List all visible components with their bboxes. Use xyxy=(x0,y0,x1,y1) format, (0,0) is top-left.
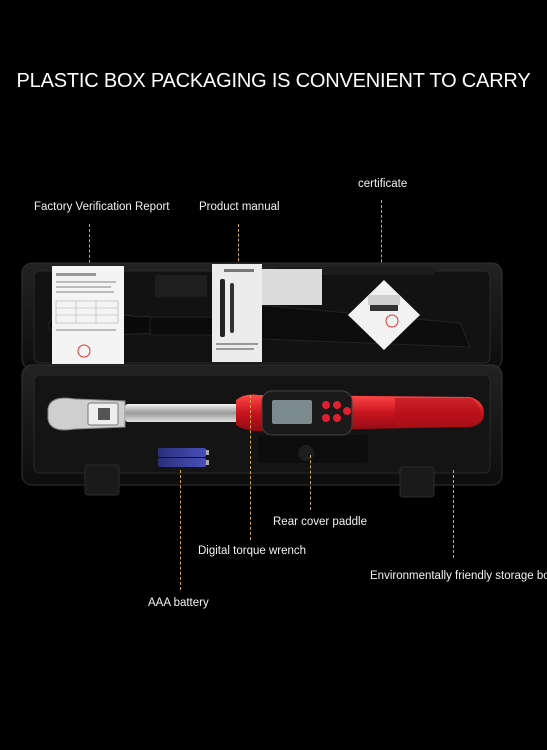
certificate-card xyxy=(348,280,420,350)
leader-certificate xyxy=(381,200,382,282)
digital-torque-wrench xyxy=(47,390,484,436)
leader-wrench xyxy=(250,395,251,540)
label-factory-report: Factory Verification Report xyxy=(34,201,170,213)
leader-rear-cover xyxy=(310,455,311,510)
label-digital-torque-wrench: Digital torque wrench xyxy=(198,545,307,557)
label-aaa-battery: AAA battery xyxy=(148,597,209,609)
storage-box-illustration xyxy=(21,262,503,498)
label-certificate: certificate xyxy=(358,178,408,190)
product-manual-booklet xyxy=(212,264,262,362)
label-rear-cover-paddle: Rear cover paddle xyxy=(273,516,367,528)
aaa-batteries xyxy=(158,448,209,467)
manual-page-insert xyxy=(262,269,322,305)
label-storage-box: Environmentally friendly storage box xyxy=(370,570,547,582)
leader-storage-box xyxy=(453,470,454,558)
page-headline: PLASTIC BOX PACKAGING IS CONVENIENT TO C… xyxy=(16,70,531,92)
label-product-manual: Product manual xyxy=(199,201,280,213)
factory-verification-report-sheet xyxy=(52,266,124,364)
leader-factory-report xyxy=(89,224,90,268)
box-base xyxy=(21,364,503,498)
leader-battery xyxy=(180,470,181,590)
leader-product-manual xyxy=(238,224,239,266)
